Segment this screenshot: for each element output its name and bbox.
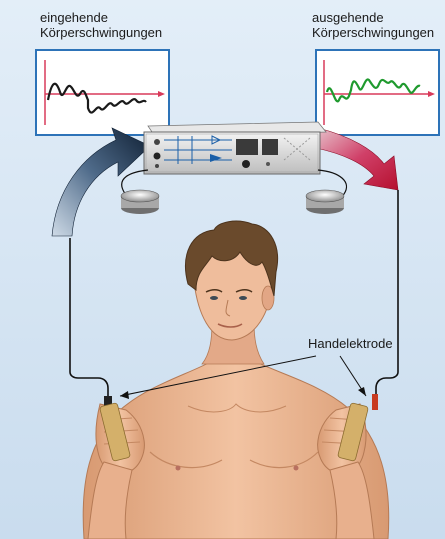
incoming-signal-panel bbox=[36, 50, 169, 135]
hand-electrode-label: Handelektrode bbox=[308, 336, 393, 351]
outgoing-label-line2: Körperschwingungen bbox=[312, 25, 434, 40]
incoming-label-line1: eingehende bbox=[40, 10, 108, 25]
outgoing-signal-panel bbox=[316, 50, 439, 135]
outgoing-label-line1: ausgehende bbox=[312, 10, 384, 25]
left-input-cup bbox=[121, 190, 159, 214]
incoming-label-line2: Körperschwingungen bbox=[40, 25, 162, 40]
incoming-oscillations-label: eingehende Körperschwingungen bbox=[40, 10, 162, 40]
outgoing-oscillations-label: ausgehende Körperschwingungen bbox=[312, 10, 434, 40]
right-output-cup bbox=[306, 190, 344, 214]
bioresonance-device bbox=[144, 122, 326, 174]
